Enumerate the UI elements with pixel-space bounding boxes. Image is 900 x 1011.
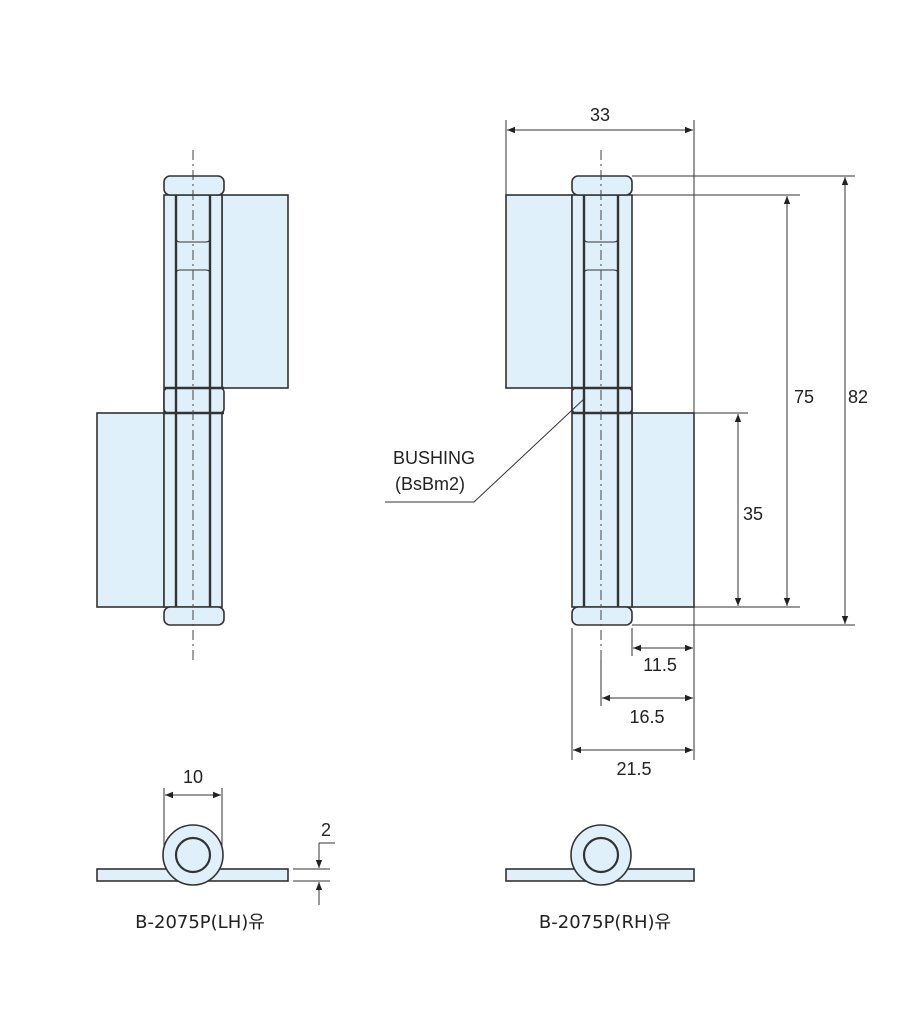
dim-35: 35 bbox=[743, 504, 763, 524]
dim-11-5: 11.5 bbox=[643, 655, 677, 675]
dim-16-5: 16.5 bbox=[629, 707, 664, 727]
extension-lines bbox=[505, 120, 855, 760]
right-hinge-top-view bbox=[505, 824, 695, 886]
dim-75: 75 bbox=[794, 387, 814, 407]
bushing-material: (BsBm2) bbox=[395, 474, 465, 494]
left-hinge-front-view bbox=[96, 150, 289, 660]
right-hinge-front-view bbox=[505, 150, 695, 660]
dim-82: 82 bbox=[848, 387, 868, 407]
dim-21-5: 21.5 bbox=[616, 759, 651, 779]
left-model-label: B-2075P(LH)유 bbox=[135, 912, 265, 933]
left-hinge-top-view bbox=[96, 788, 335, 905]
right-model-label: B-2075P(RH)유 bbox=[539, 912, 671, 933]
dimension-lines bbox=[507, 126, 849, 754]
dim-33: 33 bbox=[590, 105, 610, 125]
bushing-label: BUSHING bbox=[393, 448, 475, 468]
dim-2: 2 bbox=[321, 820, 331, 840]
dim-10: 10 bbox=[183, 767, 203, 787]
bushing-callout bbox=[385, 397, 586, 503]
